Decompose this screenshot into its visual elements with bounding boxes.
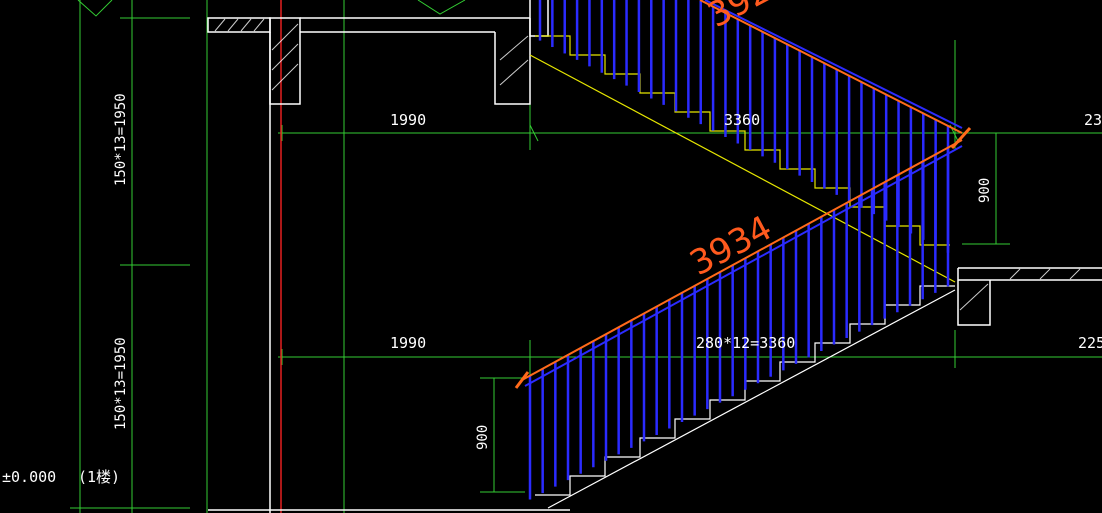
dim-top-run-right: 23 (1084, 111, 1102, 129)
handrail-end-markers (514, 126, 972, 389)
structure-outline (207, 0, 1102, 513)
dim-top-run-left: 1990 (390, 111, 426, 129)
handrail-lower-blue (524, 145, 963, 387)
handrail-lower (521, 139, 963, 381)
dim-bottom-run-left: 1990 (390, 334, 426, 352)
dim-top-rise: 150*13=1950 (113, 93, 129, 186)
level-floor-note: (1楼) (78, 468, 120, 486)
balusters-lower (528, 147, 950, 500)
dim-top-rail-height: 900 (977, 178, 993, 203)
dim-bottom-rail-height: 900 (475, 425, 491, 450)
dim-bottom-rise: 150*13=1950 (113, 337, 129, 430)
handrail-upper-blue (704, 0, 963, 129)
lower-flight-soffit (547, 289, 956, 509)
upper-flight-steps (535, 35, 950, 246)
hatching (214, 18, 1081, 311)
level-elevation: ±0.000 (2, 468, 56, 486)
dim-bottom-run-right: 225 (1078, 334, 1102, 352)
dim-bottom-run-mid: 280*12=3360 (696, 334, 795, 352)
balusters-upper (538, 0, 950, 253)
dim-top-run-mid: 3360 (724, 111, 760, 129)
handrail-upper (699, 0, 963, 134)
